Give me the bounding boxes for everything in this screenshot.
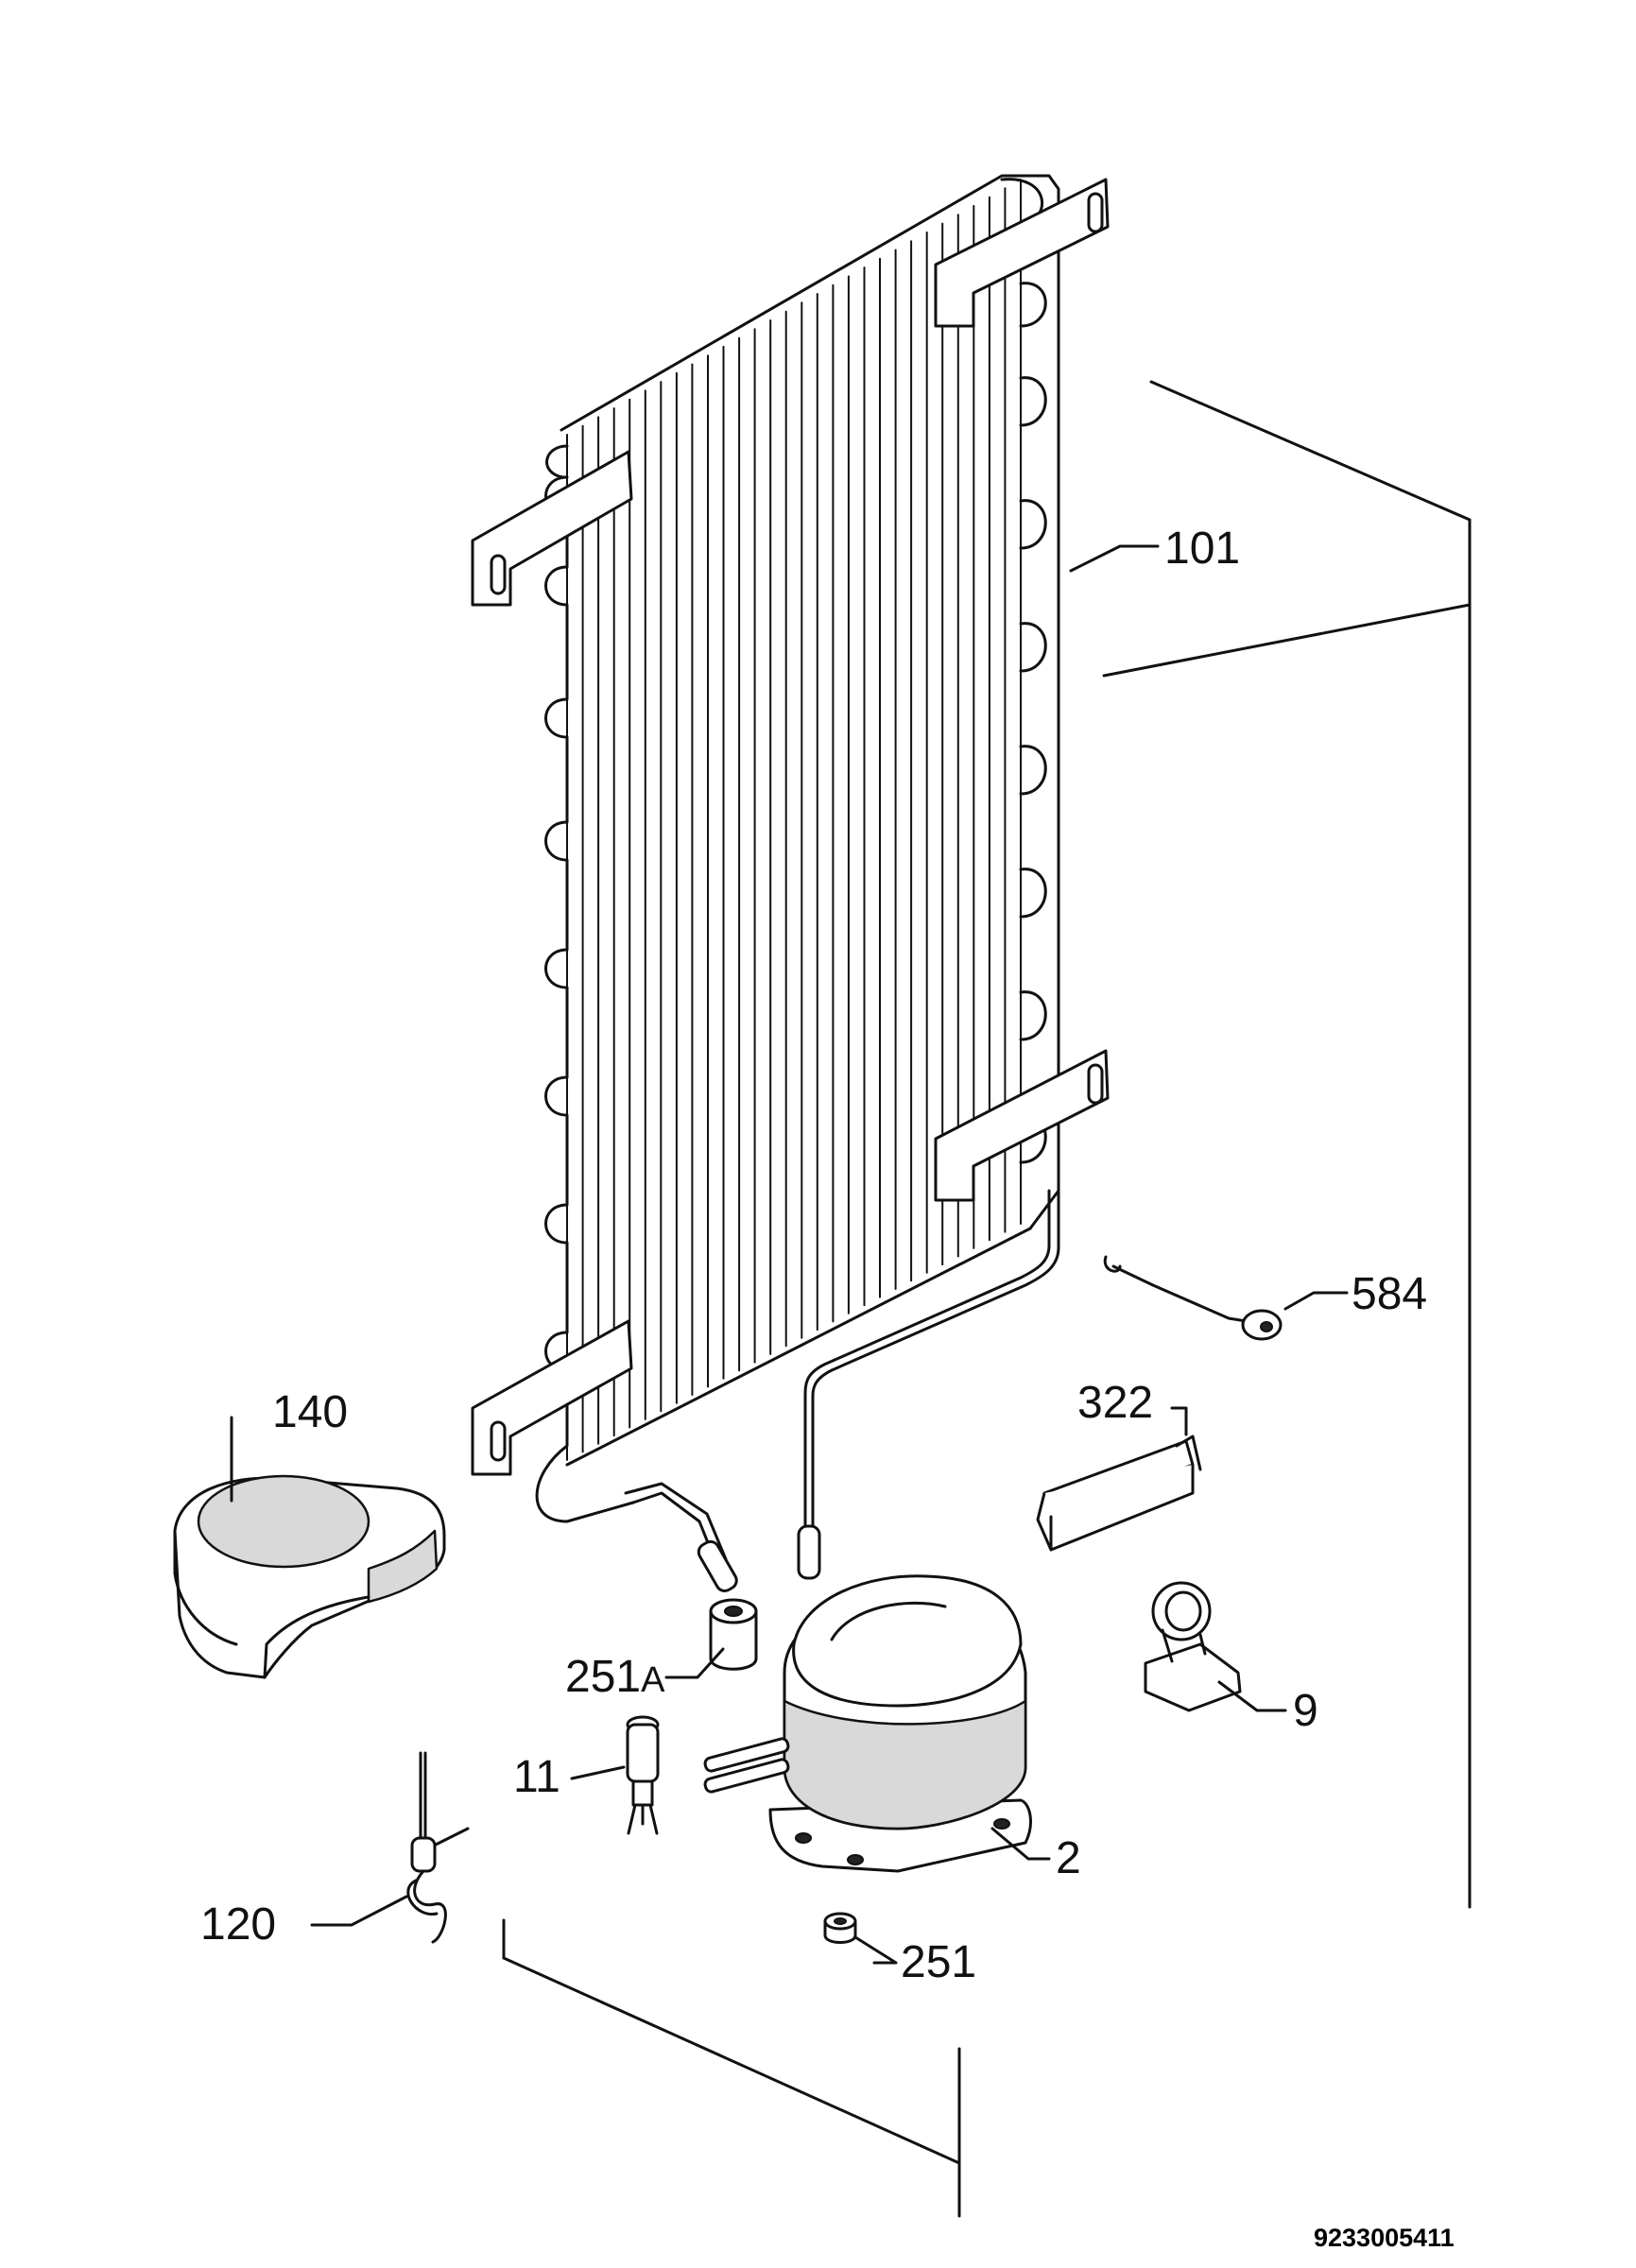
label-9: 9 <box>1293 1686 1318 1736</box>
capillary-tube <box>406 1751 470 1944</box>
cabinet-outline <box>502 380 1472 2218</box>
filter-drier <box>626 1715 660 1835</box>
leader-584 <box>1283 1291 1349 1311</box>
leader-2 <box>990 1827 1051 1861</box>
clip-584 <box>1103 1255 1283 1341</box>
leader-lines <box>230 544 1349 1965</box>
label-584: 584 <box>1352 1269 1427 1319</box>
label-251a-suffix: A <box>641 1660 665 1700</box>
condenser <box>471 174 1110 1592</box>
label-140: 140 <box>272 1387 348 1437</box>
relay-clip-9 <box>1144 1581 1242 1712</box>
leader-9 <box>1217 1680 1287 1712</box>
label-251a: 251A <box>565 1652 665 1702</box>
label-251: 251 <box>901 1937 976 1987</box>
grommet-251a <box>709 1598 758 1671</box>
rubber-foot <box>823 1912 857 1944</box>
label-101: 101 <box>1164 524 1240 574</box>
leader-11 <box>570 1765 626 1780</box>
label-322: 322 <box>1077 1378 1153 1428</box>
leader-251a <box>664 1647 725 1679</box>
leader-120 <box>310 1895 408 1927</box>
leader-322 <box>1170 1406 1188 1436</box>
label-11: 11 <box>513 1752 560 1802</box>
leader-251 <box>853 1935 898 1965</box>
condenser-grid-wires <box>566 179 1022 1461</box>
leader-101 <box>1069 544 1160 573</box>
label-251a-number: 251 <box>565 1652 641 1702</box>
document-number: 9233005411 <box>1314 2224 1455 2252</box>
bracket-322 <box>1036 1435 1202 1552</box>
compressor <box>703 1574 1032 1873</box>
label-2: 2 <box>1056 1833 1081 1883</box>
label-120: 120 <box>200 1899 276 1950</box>
drip-tray <box>173 1474 446 1679</box>
